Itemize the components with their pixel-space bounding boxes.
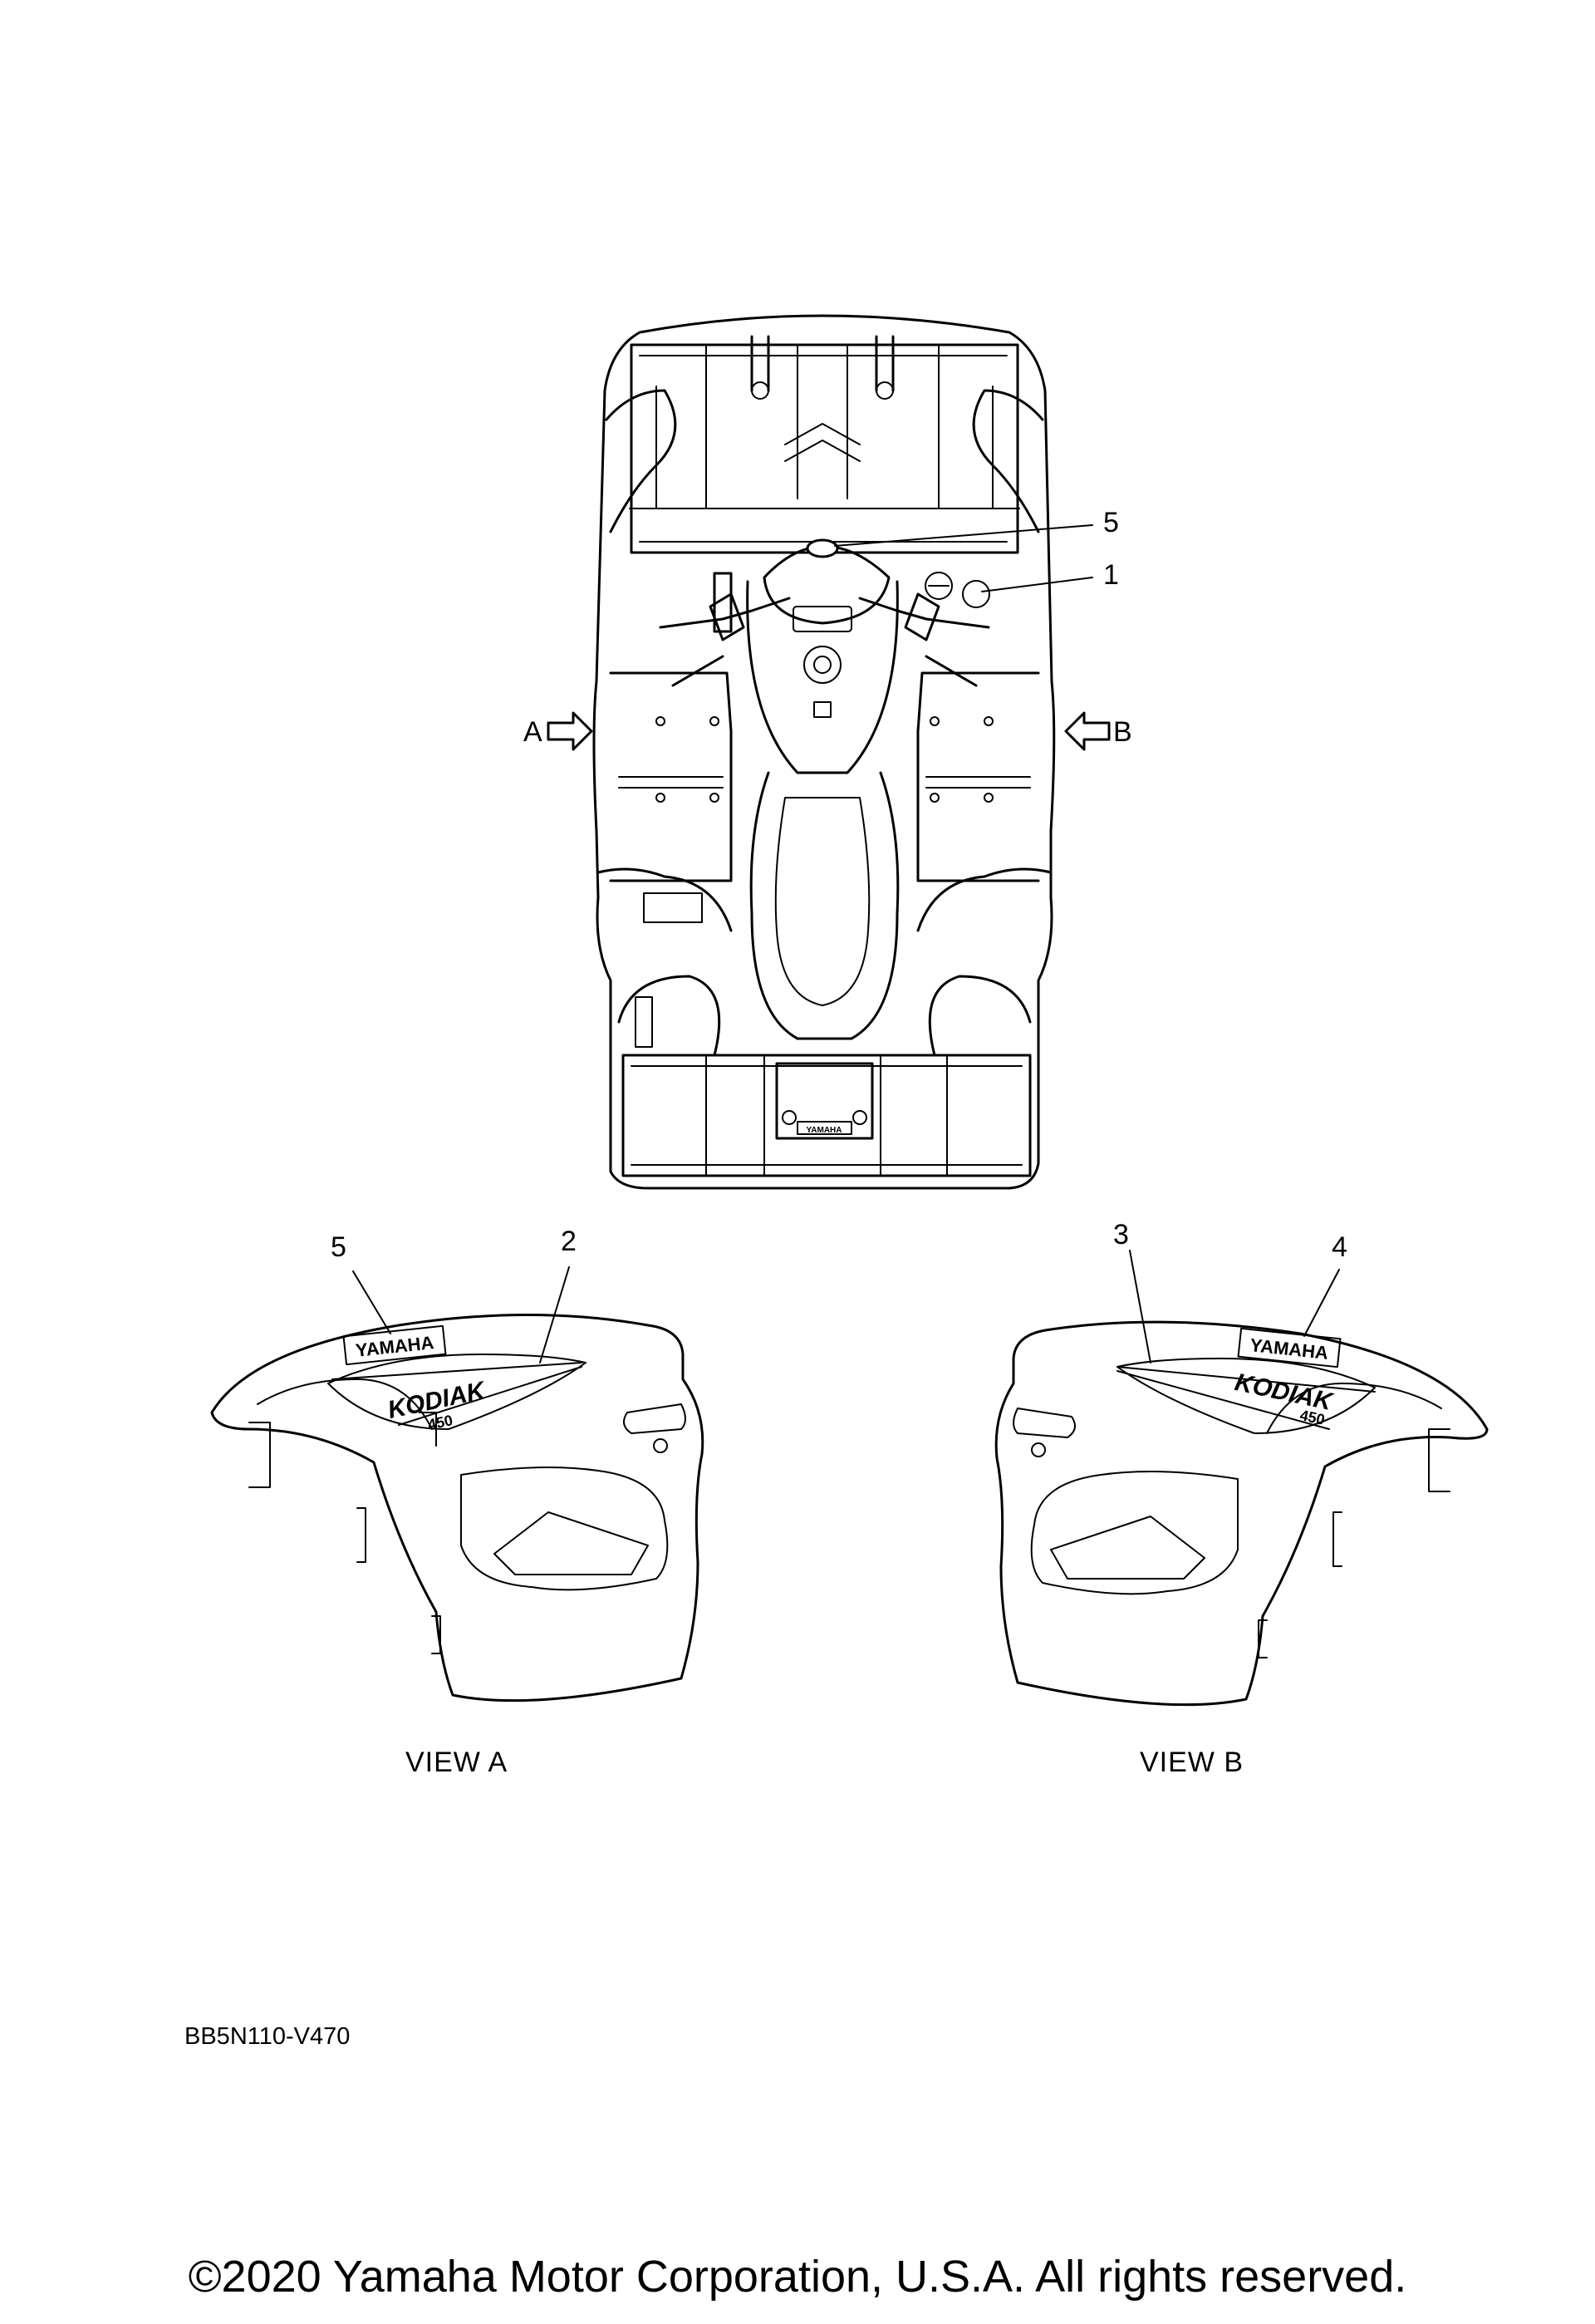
rear-yamaha-decal: YAMAHA <box>807 1126 842 1135</box>
view-a-arrow-label: A <box>523 716 542 748</box>
atv-top-view: YAMAHA <box>592 314 1093 1190</box>
callout-4-view-b: 4 <box>1332 1231 1347 1263</box>
arrow-left-icon <box>1064 711 1111 751</box>
drawing-code: BB5N110-V470 <box>184 2023 350 2050</box>
callout-3-view-b: 3 <box>1113 1219 1129 1250</box>
callout-5-top: 5 <box>1103 507 1119 538</box>
arrow-right-icon <box>547 711 593 751</box>
view-b-arrow-label: B <box>1113 716 1132 748</box>
view-a-arrow: A <box>523 711 593 751</box>
copyright-notice: ©2020 Yamaha Motor Corporation, U.S.A. A… <box>189 2252 1407 2302</box>
callout-1-top: 1 <box>1103 559 1119 591</box>
view-b-side-panel: YAMAHA KODIAK 450 <box>994 1250 1489 1707</box>
view-a-label: VIEW A <box>405 1747 508 1778</box>
view-b-label: VIEW B <box>1140 1747 1244 1778</box>
callout-2-view-a: 2 <box>561 1226 577 1257</box>
callout-5-view-a: 5 <box>331 1231 346 1263</box>
view-b-kodiak-decal: KODIAK <box>1233 1368 1337 1416</box>
view-a-side-panel: YAMAHA KODIAK 450 <box>210 1266 704 1702</box>
view-b-arrow: B <box>1064 711 1132 751</box>
